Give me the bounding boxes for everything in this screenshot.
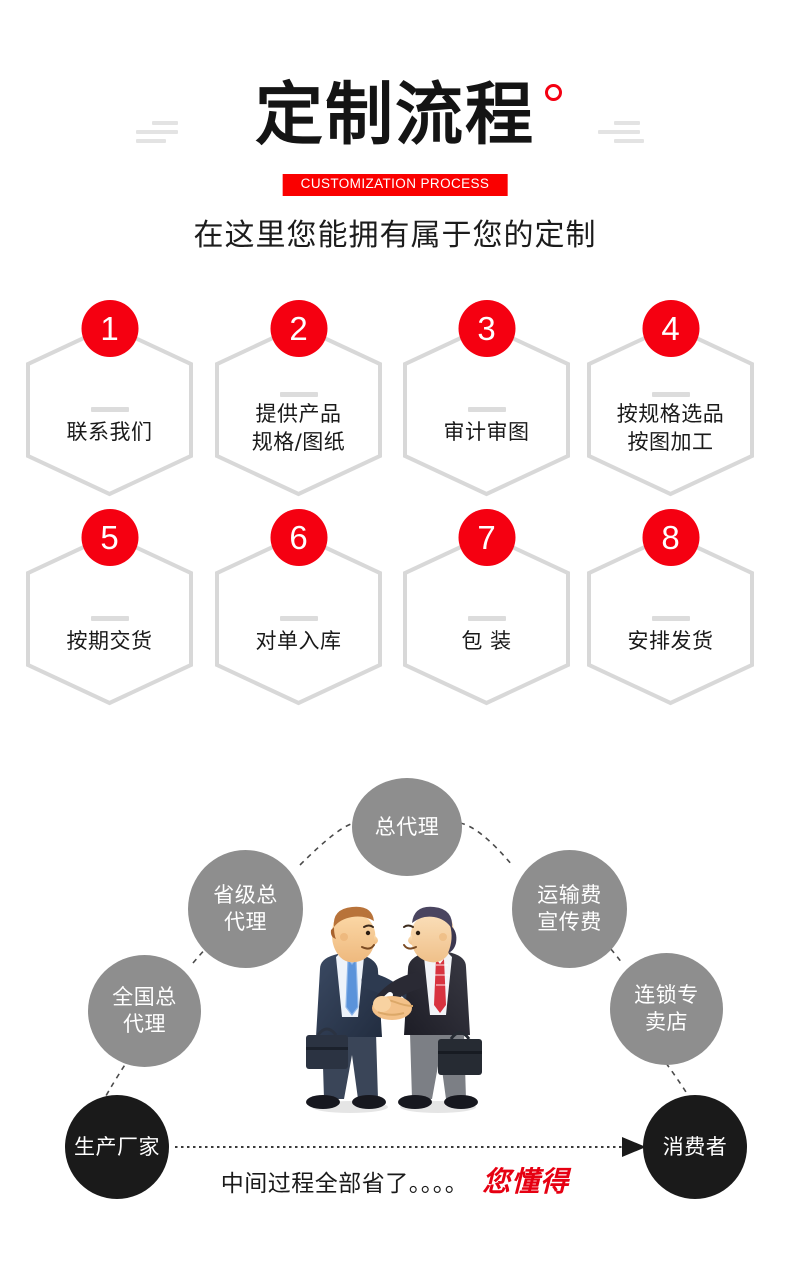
step-item-1[interactable]: 1 联系我们	[22, 300, 197, 500]
page-title: 定制流程	[255, 82, 562, 150]
step-number-badge: 8	[642, 509, 699, 566]
process-steps: 1 联系我们 2 提供产品 规格/图纸 3 审计审图	[0, 290, 790, 720]
step-label: 安排发货	[627, 629, 714, 653]
hexagon-outline-icon	[399, 322, 574, 498]
page-header: 定制流程 CUSTOMIZATION PROCESS 在这里您能拥有属于您的定制	[0, 0, 790, 270]
decor-lines-left-icon	[136, 121, 194, 153]
bottom-note-accent: 您懂得	[482, 1165, 570, 1198]
hexagon-outline-icon	[211, 531, 386, 707]
diagram-node-chain-store[interactable]: 连锁专 卖店	[610, 953, 723, 1065]
hexagon-outline-icon	[22, 531, 197, 707]
step-label: 按期交货	[66, 629, 153, 653]
hexagon-outline-icon	[583, 531, 758, 707]
step-divider	[651, 392, 690, 397]
step-divider	[279, 616, 318, 621]
step-label: 对单入库	[255, 629, 342, 653]
step-item-3[interactable]: 3 审计审图	[399, 300, 574, 500]
step-item-2[interactable]: 2 提供产品 规格/图纸	[211, 300, 386, 500]
step-number-badge: 3	[458, 300, 515, 357]
diagram-node-general-agent[interactable]: 总代理	[352, 778, 462, 876]
step-number-badge: 1	[81, 300, 138, 357]
step-item-8[interactable]: 8 安排发货	[583, 509, 758, 709]
diagram-node-national-agent[interactable]: 全国总 代理	[88, 955, 201, 1067]
diagram-node-consumer[interactable]: 消费者	[643, 1095, 747, 1199]
step-item-7[interactable]: 7 包 装	[399, 509, 574, 709]
hexagon-outline-icon	[583, 322, 758, 498]
hexagon-outline-icon	[22, 322, 197, 498]
step-label: 审计审图	[443, 420, 530, 444]
step-item-4[interactable]: 4 按规格选品 按图加工	[583, 300, 758, 500]
diagram-node-freight-promo-fee[interactable]: 运输费 宣传费	[512, 850, 627, 968]
step-label: 提供产品 规格/图纸	[251, 402, 346, 454]
step-divider	[279, 392, 318, 397]
step-label: 按规格选品 按图加工	[616, 402, 725, 454]
bottom-note-main: 中间过程全部省了。。。。	[220, 1171, 469, 1197]
diagram-node-provincial-agent[interactable]: 省级总 代理	[188, 850, 303, 968]
step-number-badge: 7	[458, 509, 515, 566]
bottom-note: 中间过程全部省了。。。。您懂得	[0, 1160, 790, 1200]
hexagon-outline-icon	[399, 531, 574, 707]
page-title-text: 定制流程	[254, 76, 535, 155]
step-number-badge: 6	[270, 509, 327, 566]
flow-arrow	[175, 1137, 646, 1157]
step-label: 包 装	[461, 629, 512, 653]
step-divider	[90, 616, 129, 621]
diagram-node-manufacturer[interactable]: 生产厂家	[65, 1095, 169, 1199]
step-number-badge: 5	[81, 509, 138, 566]
step-item-5[interactable]: 5 按期交货	[22, 509, 197, 709]
subtitle-banner: CUSTOMIZATION PROCESS	[282, 174, 508, 196]
hexagon-outline-icon	[211, 322, 386, 498]
step-divider	[651, 616, 690, 621]
page-title-row: 定制流程	[0, 68, 790, 164]
step-divider	[467, 616, 506, 621]
degree-circle-icon	[545, 84, 562, 101]
step-number-badge: 4	[642, 300, 699, 357]
step-divider	[90, 407, 129, 412]
step-divider	[467, 407, 506, 412]
page-tagline: 在这里您能拥有属于您的定制	[193, 218, 597, 253]
decor-lines-right-icon	[598, 121, 656, 153]
distribution-diagram: 总代理 省级总 代理 全国总 代理 运输费 宣传费 连锁专 卖店	[0, 745, 790, 1215]
step-number-badge: 2	[270, 300, 327, 357]
handshake-businessmen-illustration	[278, 905, 508, 1117]
step-label: 联系我们	[66, 420, 153, 444]
step-item-6[interactable]: 6 对单入库	[211, 509, 386, 709]
